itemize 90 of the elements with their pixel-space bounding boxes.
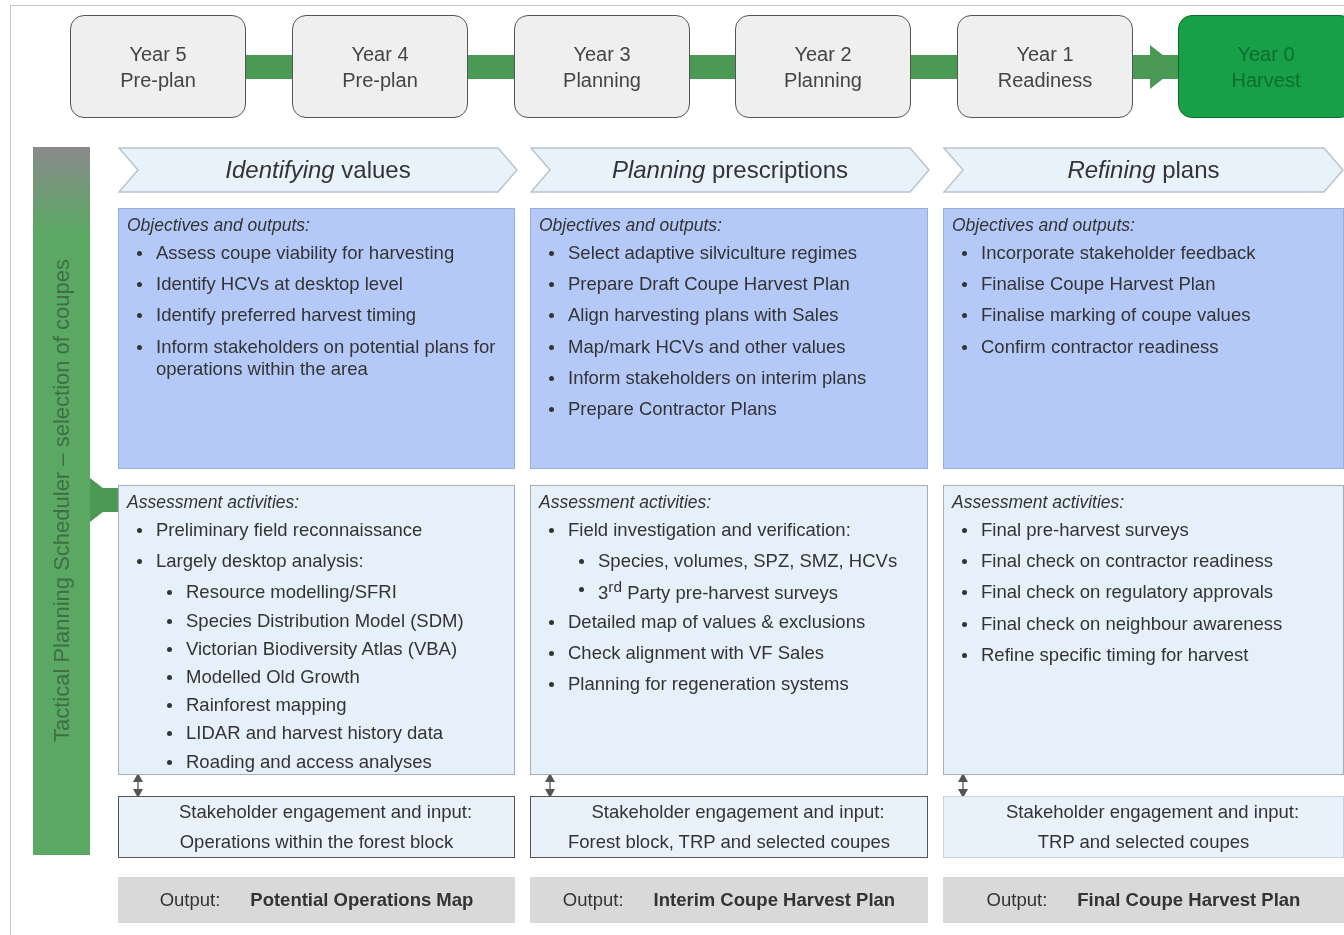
list-item: Prepare Contractor Plans (568, 397, 777, 421)
year-box (1178, 15, 1344, 118)
list-item: Planning for regeneration systems (568, 673, 849, 696)
list-item: Check alignment with VF Sales (568, 641, 825, 665)
output-value: Potential Operations Map (250, 889, 474, 911)
list-item: Assess coupe viability for harvesting (156, 242, 455, 265)
year-box (514, 15, 690, 118)
panel-heading: Assessment activities: (539, 492, 713, 513)
list-item: Largely desktop analysis: (156, 550, 364, 573)
list-item: Final pre-harvest surveys (981, 519, 1189, 542)
output-bar (943, 877, 1344, 923)
panel-heading: Objectives and outputs: (952, 215, 1136, 236)
phase-title: Planning prescriptions (611, 156, 849, 184)
stage-label: Planning (563, 67, 641, 93)
list-item: Victorian Biodiversity Atlas (VBA) (186, 637, 458, 660)
objectives-panel (118, 208, 515, 469)
phase-title: Identifying values (225, 156, 411, 184)
panel-heading: Objectives and outputs: (127, 215, 311, 236)
list-item: Map/mark HCVs and other values (568, 335, 846, 358)
panel-heading: Assessment activities: (127, 492, 301, 513)
year-box (735, 15, 911, 118)
list-item: Final check on regulatory approvals (981, 581, 1274, 604)
list-item: Align harvesting plans with Sales (568, 304, 839, 327)
activities-panel (943, 485, 1344, 775)
output-value: Interim Coupe Harvest Plan (653, 889, 896, 911)
stakeholder-box (530, 796, 928, 858)
phase-banner (943, 147, 1344, 193)
stage-label: Pre-plan (120, 67, 196, 93)
list-item: Refine specific timing for harvest (981, 643, 1249, 666)
list-item: Identify preferred harvest timing (156, 304, 417, 327)
output-bar (118, 877, 515, 923)
stakeholder-box (118, 796, 515, 858)
list-item: Incorporate stakeholder feedback (981, 242, 1256, 265)
box-text: Operations within the forest block (179, 830, 454, 854)
box-text: TRP and selected coupes (1037, 830, 1250, 854)
box-text: Forest block, TRP and selected coupes (567, 830, 891, 854)
list-item: Modelled Old Growth (186, 665, 360, 689)
phase-banner (118, 147, 518, 193)
year-label: Year 1 (1016, 41, 1074, 67)
list-item: Resource modelling/SFRI (186, 581, 397, 604)
year-label: Year 4 (351, 41, 409, 67)
list-item: Inform stakeholders on interim plans (568, 366, 867, 389)
output-label: Output: (562, 889, 624, 911)
list-item: 3$^{rd}$ Party pre-harvest surveys (598, 578, 838, 605)
year-label: Year 2 (794, 41, 852, 67)
output-bar (530, 877, 928, 923)
panel-heading: Objectives and outputs: (539, 215, 723, 236)
activities-panel (118, 485, 515, 775)
objectives-panel (530, 208, 928, 469)
phase-title: Refining plans (1067, 156, 1220, 184)
box-heading: Stakeholder engagement and input: (1004, 800, 1300, 825)
list-item: Preliminary field reconnaissance (156, 519, 423, 542)
arrow (90, 478, 118, 522)
list-item: Final check on contractor readiness (981, 550, 1274, 573)
list-item: Finalise Coupe Harvest Plan (981, 273, 1216, 296)
stage-label: Planning (784, 67, 862, 93)
year-label: Year 3 (573, 41, 631, 67)
panel-heading: Assessment activities: (952, 492, 1126, 513)
list-item: Prepare Draft Coupe Harvest Plan (568, 273, 850, 296)
list-item: Finalise marking of coupe values (981, 304, 1251, 327)
phase-banner (530, 147, 930, 193)
activities-panel (530, 485, 928, 775)
output-label: Output: (159, 889, 221, 911)
year-box (957, 15, 1133, 118)
list-item: Confirm contractor readiness (981, 335, 1219, 358)
stage-label: Readiness (997, 67, 1093, 93)
list-item: Species Distribution Model (SDM) (186, 609, 464, 632)
list-item: Species, volumes, SPZ, SMZ, HCVs (598, 550, 898, 573)
band-label: Tactical Planning Scheduler – selection of coupes (48, 259, 75, 743)
box-heading: Stakeholder engagement and input: (590, 800, 885, 825)
list-item: Inform stakeholders on potential plans for operations within the area (156, 335, 497, 380)
list-item: Select adaptive silviculture regimes (568, 242, 857, 265)
arrow (1133, 45, 1178, 89)
output-label: Output: (986, 889, 1048, 911)
year-label: Year 5 (129, 41, 187, 67)
objectives-panel (943, 208, 1344, 469)
stage-label: Pre-plan (342, 67, 418, 93)
list-item: Field investigation and verification: (568, 519, 851, 542)
list-item: Identify HCVs at desktop level (156, 273, 403, 296)
box-heading: Stakeholder engagement and input: (177, 800, 473, 825)
stakeholder-box (943, 796, 1344, 858)
list-item: Final check on neighbour awareness (981, 612, 1283, 635)
year-box (70, 15, 246, 118)
year-box (292, 15, 468, 118)
list-item: Rainforest mapping (186, 694, 347, 717)
list-item: Roading and access analyses (186, 750, 432, 773)
side-band (33, 147, 90, 855)
output-value: Final Coupe Harvest Plan (1077, 889, 1301, 911)
list-item: LIDAR and harvest history data (186, 722, 444, 745)
list-item: Detailed map of values & exclusions (568, 610, 866, 633)
